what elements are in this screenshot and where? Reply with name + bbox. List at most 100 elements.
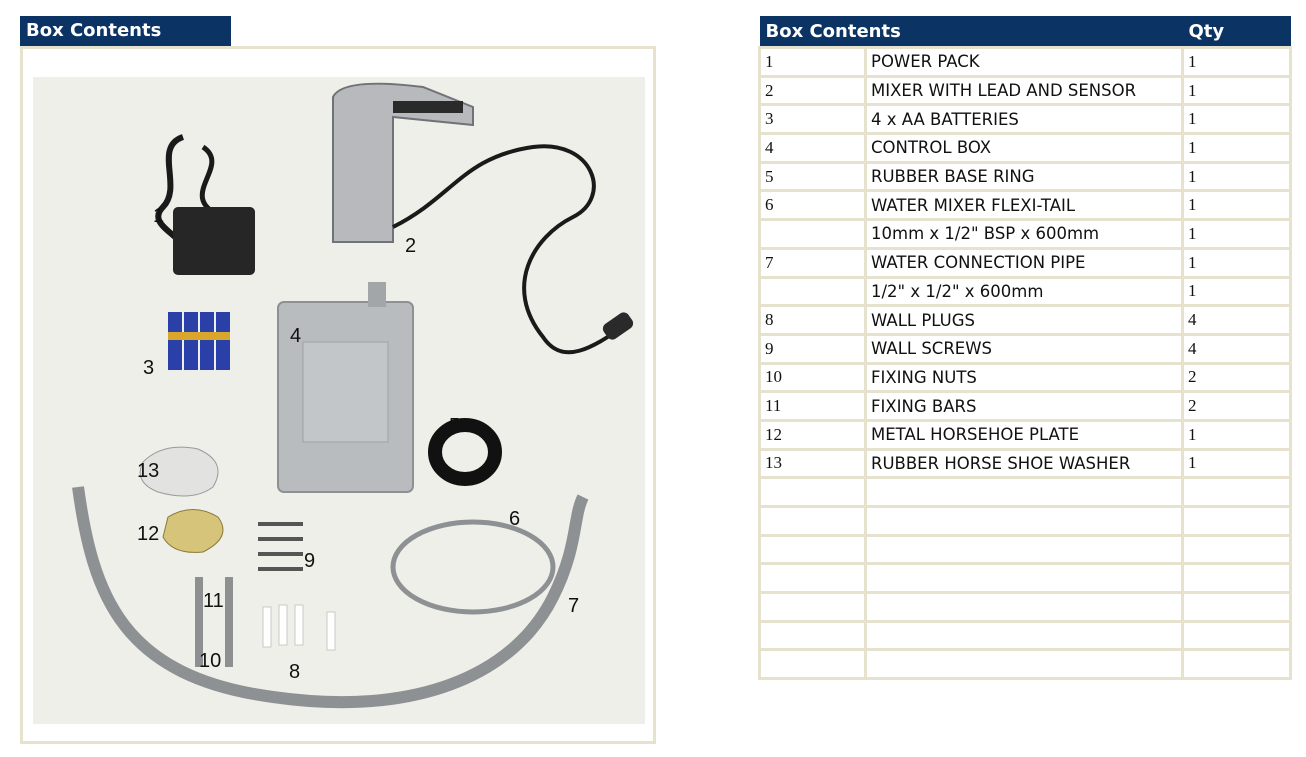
item-description-cell: 4 x AA BATTERIES xyxy=(864,103,1184,136)
item-qty-cell xyxy=(1181,591,1292,623)
photo-label: 12 xyxy=(137,523,159,545)
item-number-cell xyxy=(758,591,867,623)
item-number-cell: 10 xyxy=(758,361,867,394)
item-description-cell: WALL PLUGS xyxy=(864,304,1184,336)
photo-label: 1 xyxy=(153,205,164,227)
item-qty-cell xyxy=(1181,505,1292,537)
item-number-cell: 9 xyxy=(758,332,867,365)
item-description-cell: 10mm x 1/2" BSP x 600mm xyxy=(864,218,1184,250)
item-qty-cell: 1 xyxy=(1181,74,1292,107)
box-contents-photo: 1 2 3 4 5 6 7 8 9 10 11 12 13 xyxy=(33,77,645,724)
item-description-cell: 1/2" x 1/2" x 600mm xyxy=(864,275,1184,308)
item-qty-cell: 1 xyxy=(1181,46,1292,78)
photo-label: 9 xyxy=(304,550,315,572)
table-header-qty: Qty xyxy=(1182,16,1291,48)
item-qty-cell: 4 xyxy=(1181,304,1292,336)
item-qty-cell: 1 xyxy=(1181,189,1292,222)
item-number-cell: 12 xyxy=(758,418,867,451)
photo-label: 6 xyxy=(509,508,520,530)
item-description-cell: METAL HORSEHOE PLATE xyxy=(864,418,1184,451)
item-qty-cell xyxy=(1181,476,1292,508)
item-number-cell: 4 xyxy=(758,132,867,164)
item-description-cell xyxy=(864,619,1184,652)
table-row xyxy=(758,648,1292,681)
item-description-cell: FIXING NUTS xyxy=(864,361,1184,394)
fixing-bar-image xyxy=(225,577,233,667)
left-panel-title: Box Contents xyxy=(20,16,231,46)
item-number-cell: 11 xyxy=(758,390,867,422)
item-description-cell xyxy=(864,648,1184,681)
photo-label: 3 xyxy=(143,357,154,379)
power-pack-image xyxy=(155,134,255,275)
item-description-cell xyxy=(864,476,1184,508)
item-number-cell xyxy=(758,275,867,308)
photo-frame: 1 2 3 4 5 6 7 8 9 10 11 12 13 xyxy=(20,46,656,744)
photo-label: 11 xyxy=(203,590,224,612)
photo-label: 7 xyxy=(568,595,579,617)
photo-label: 4 xyxy=(290,325,301,347)
item-description-cell: FIXING BARS xyxy=(864,390,1184,422)
item-number-cell xyxy=(758,476,867,508)
item-description-cell xyxy=(864,533,1184,566)
item-description-cell: RUBBER BASE RING xyxy=(864,160,1184,193)
water-pipe-image xyxy=(72,486,589,709)
control-box-image xyxy=(277,282,414,493)
item-number-cell xyxy=(758,505,867,537)
item-qty-cell xyxy=(1181,648,1292,681)
photo-label: 5 xyxy=(449,415,460,437)
photo-label: 2 xyxy=(405,235,416,257)
item-number-cell: 2 xyxy=(758,74,867,107)
item-number-cell: 6 xyxy=(758,189,867,222)
flexi-tail-image xyxy=(390,519,556,615)
item-qty-cell: 1 xyxy=(1181,218,1292,250)
item-qty-cell: 1 xyxy=(1181,103,1292,136)
metal-plate-image xyxy=(162,509,224,553)
item-qty-cell: 2 xyxy=(1181,390,1292,422)
table-row xyxy=(758,505,1292,537)
photo-label: 10 xyxy=(199,650,221,672)
item-qty-cell: 1 xyxy=(1181,447,1292,480)
item-qty-cell xyxy=(1181,533,1292,566)
item-qty-cell: 1 xyxy=(1181,275,1292,308)
item-number-cell: 13 xyxy=(758,447,867,480)
item-number-cell xyxy=(758,533,867,566)
table-row xyxy=(758,591,1292,623)
table-row xyxy=(758,619,1292,652)
item-qty-cell: 1 xyxy=(1181,132,1292,164)
item-number-cell xyxy=(758,218,867,250)
item-description-cell: MIXER WITH LEAD AND SENSOR xyxy=(864,74,1184,107)
item-qty-cell: 2 xyxy=(1181,361,1292,394)
item-qty-cell xyxy=(1181,619,1292,652)
mixer-tap-image xyxy=(332,82,634,355)
item-number-cell: 8 xyxy=(758,304,867,336)
batteries-image xyxy=(168,312,230,370)
item-description-cell xyxy=(864,562,1184,595)
screws-image xyxy=(258,522,303,571)
rubber-ring-image xyxy=(428,418,502,486)
item-qty-cell: 1 xyxy=(1181,418,1292,451)
table-header-row: Box Contents Qty xyxy=(759,16,1291,48)
item-description-cell: CONTROL BOX xyxy=(864,132,1184,164)
table-header-box-contents: Box Contents xyxy=(759,16,1183,48)
product-photo-illustration: 1 2 3 4 5 6 7 8 9 10 11 12 13 xyxy=(72,82,634,709)
item-qty-cell: 1 xyxy=(1181,160,1292,193)
item-qty-cell: 4 xyxy=(1181,332,1292,365)
item-number-cell: 1 xyxy=(758,46,867,78)
table-row xyxy=(758,533,1292,566)
item-qty-cell: 1 xyxy=(1181,246,1292,279)
item-description-cell: WALL SCREWS xyxy=(864,332,1184,365)
